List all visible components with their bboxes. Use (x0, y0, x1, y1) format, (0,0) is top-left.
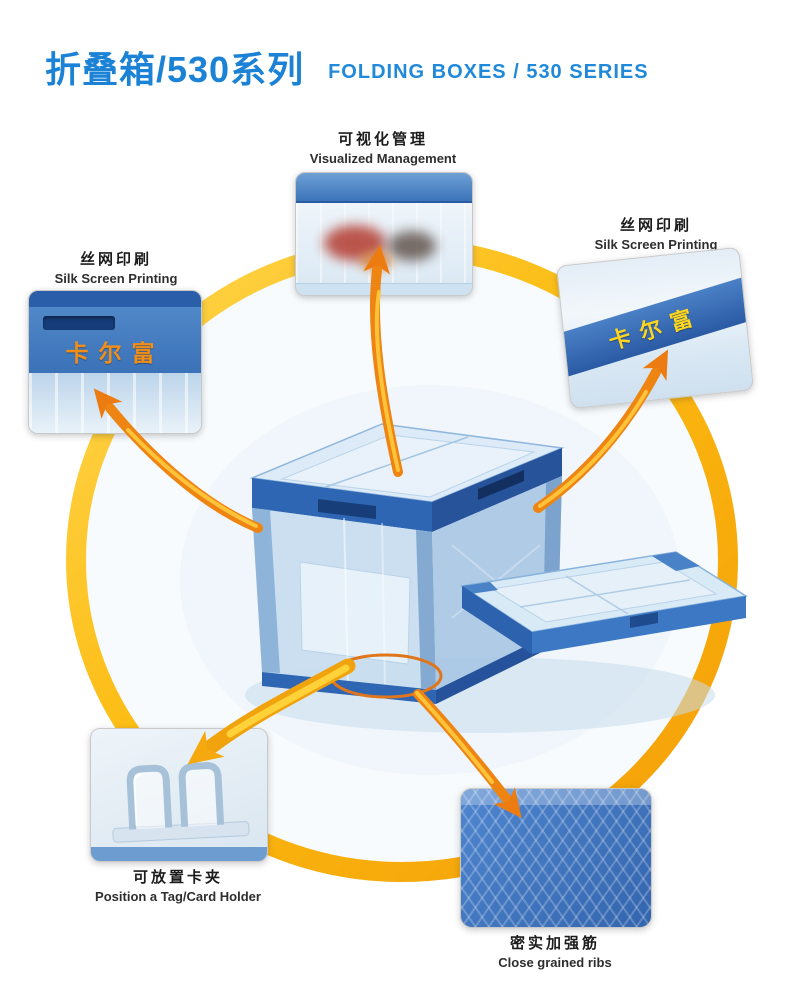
page-subtitle: FOLDING BOXES / 530 SERIES (328, 61, 649, 83)
arrow-icon-bottom-right (413, 689, 522, 819)
printed-panel: 卡尔富 (29, 307, 201, 373)
photo-close-grained-ribs (460, 788, 652, 928)
label-en: Close grained ribs (498, 955, 612, 971)
photo-background (180, 385, 715, 775)
contents-blur-dark (388, 231, 436, 261)
contents-blur-orange (360, 251, 392, 271)
callout-label-visualized-management: 可视化管理 Visualized Management (295, 130, 471, 168)
transparent-wall-detail (296, 203, 472, 283)
callout-label-silk-screen-left: 丝网印刷 Silk Screen Printing (28, 250, 204, 288)
label-cn: 密实加强筋 (509, 935, 600, 952)
label-cn: 可放置卡夹 (132, 869, 223, 886)
photo-silk-screen-right: 卡尔富 (555, 246, 755, 410)
box-top-edge (29, 291, 201, 307)
card-holder-drawing (91, 762, 267, 861)
label-cn: 丝网印刷 (79, 251, 152, 268)
printed-band: 卡尔富 (555, 273, 755, 381)
folded-flat-box (459, 551, 749, 654)
label-cn: 可视化管理 (337, 131, 428, 148)
callout-label-ribs: 密实加强筋 Close grained ribs (445, 934, 665, 972)
label-en: Position a Tag/Card Holder (95, 889, 261, 905)
callout-label-card-holder: 可放置卡夹 Position a Tag/Card Holder (78, 868, 278, 906)
transparent-lower-wall (29, 373, 201, 433)
label-en: Silk Screen Printing (54, 271, 178, 287)
main-folding-box (249, 423, 565, 704)
label-en: Visualized Management (309, 151, 457, 167)
box-edge-strip (91, 847, 267, 861)
photo-card-holder (90, 728, 268, 862)
arrow-icon-top (363, 244, 403, 477)
box-rim-detail (296, 173, 472, 203)
page-header: 折叠箱/530系列 FOLDING BOXES / 530 SERIES (45, 52, 649, 88)
rib-top-sheen (461, 789, 651, 805)
handle-slot (43, 316, 115, 330)
photo-silk-screen-left: 卡尔富 (28, 290, 202, 434)
brand-text: 卡尔富 (605, 302, 705, 355)
photo-visualized-management (295, 172, 473, 296)
highlight-ellipse (329, 653, 443, 699)
page-title: 折叠箱/530系列 (45, 49, 305, 90)
card-holder-group (112, 762, 250, 843)
label-cn: 丝网印刷 (619, 217, 692, 234)
box-base-detail (296, 283, 472, 295)
holder-loop-right (178, 762, 225, 827)
brand-text: 卡尔富 (65, 340, 165, 366)
